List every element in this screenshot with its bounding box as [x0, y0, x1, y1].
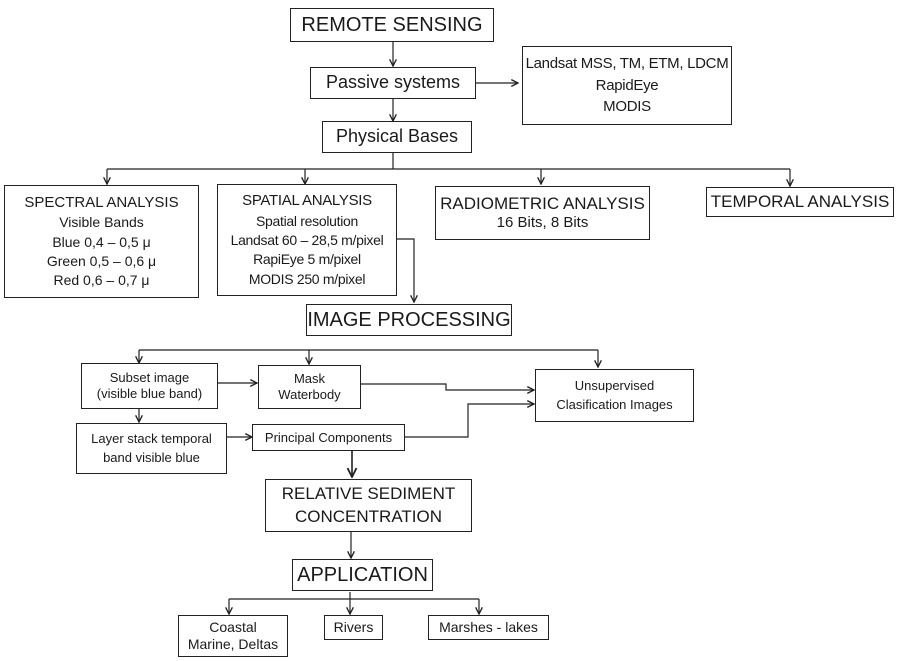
- node-text-line: Blue 0,4 – 0,5 μ: [52, 233, 151, 250]
- arrow-spatial-to-image-processing: [396, 238, 414, 302]
- node-text-line: IMAGE PROCESSING: [307, 309, 511, 331]
- node-radiometric-analysis: RADIOMETRIC ANALYSIS 16 Bits, 8 Bits: [435, 186, 650, 240]
- node-text-line: 16 Bits, 8 Bits: [496, 214, 589, 232]
- node-layer-stack: Layer stack temporal band visible blue: [76, 423, 227, 474]
- node-text-line: TEMPORAL ANALYSIS: [710, 191, 890, 211]
- node-text-line: Marine, Deltas: [187, 636, 279, 652]
- node-passive-systems: Passive systems: [310, 67, 476, 99]
- node-text-line: Unsupervised: [574, 378, 655, 394]
- node-text-line: (visible blue band): [96, 386, 203, 401]
- node-subset-image: Subset image(visible blue band): [81, 363, 218, 409]
- node-text-line: Mask: [293, 371, 326, 387]
- node-text-line: MODIS 250 m/pixel: [248, 270, 366, 287]
- node-text-line: Waterbody: [278, 387, 341, 402]
- node-text-line: Subset image: [109, 370, 190, 386]
- node-text-line: Red 0,6 – 0,7 μ: [53, 272, 150, 289]
- node-text-line: CONCENTRATION: [294, 506, 442, 526]
- arrow-pc-to-unsupervised: [404, 404, 534, 438]
- node-text-line: Landsat MSS, TM, ETM, LDCM: [525, 54, 729, 72]
- node-text-line: Rivers: [333, 619, 374, 636]
- node-text-line: REMOTE SENSING: [301, 14, 483, 36]
- node-text-line: Landsat 60 – 28,5 m/pixel: [230, 232, 384, 249]
- node-text-line: Spatial resolution: [256, 212, 358, 229]
- node-text-line: band visible blue: [103, 449, 200, 465]
- node-physical-bases: Physical Bases: [322, 121, 472, 153]
- radiometric-details: 16 Bits, 8 Bits: [497, 214, 589, 232]
- node-text-line: Passive systems: [325, 72, 461, 93]
- node-text-line: MODIS: [603, 98, 651, 116]
- node-text-line: Clasification Images: [556, 396, 673, 412]
- node-image-processing: IMAGE PROCESSING: [306, 304, 512, 336]
- node-remote-sensing: REMOTE SENSING: [290, 8, 494, 42]
- node-text-line: RapiEye 5 m/pixel: [253, 251, 361, 268]
- node-application: APPLICATION: [292, 559, 433, 591]
- node-text-line: RELATIVE SEDIMENT: [281, 484, 456, 504]
- node-text-line: Layer stack temporal: [91, 431, 212, 447]
- arrow-mask-to-unsupervised: [360, 383, 534, 390]
- node-rivers: Rivers: [324, 615, 383, 640]
- node-text-line: Visible Bands: [59, 214, 144, 231]
- node-text-line: Principal Components: [264, 429, 393, 445]
- node-text-line: Marshes - lakes: [439, 619, 538, 636]
- spectral-title: SPECTRAL ANALYSIS: [24, 193, 179, 211]
- node-text-line: Physical Bases: [335, 126, 459, 147]
- node-text-line: Coastal: [209, 619, 257, 636]
- node-text-line: Green 0,5 – 0,6 μ: [46, 252, 157, 269]
- node-principal-components: Principal Components: [252, 424, 405, 451]
- node-marshes: Marshes - lakes: [428, 615, 549, 640]
- radiometric-title: RADIOMETRIC ANALYSIS: [440, 193, 645, 213]
- node-text-line: APPLICATION: [297, 564, 428, 586]
- node-temporal-analysis: TEMPORAL ANALYSIS: [706, 187, 894, 217]
- node-text-line: RapidEye: [595, 76, 659, 94]
- spatial-title: SPATIAL ANALYSIS: [242, 192, 372, 210]
